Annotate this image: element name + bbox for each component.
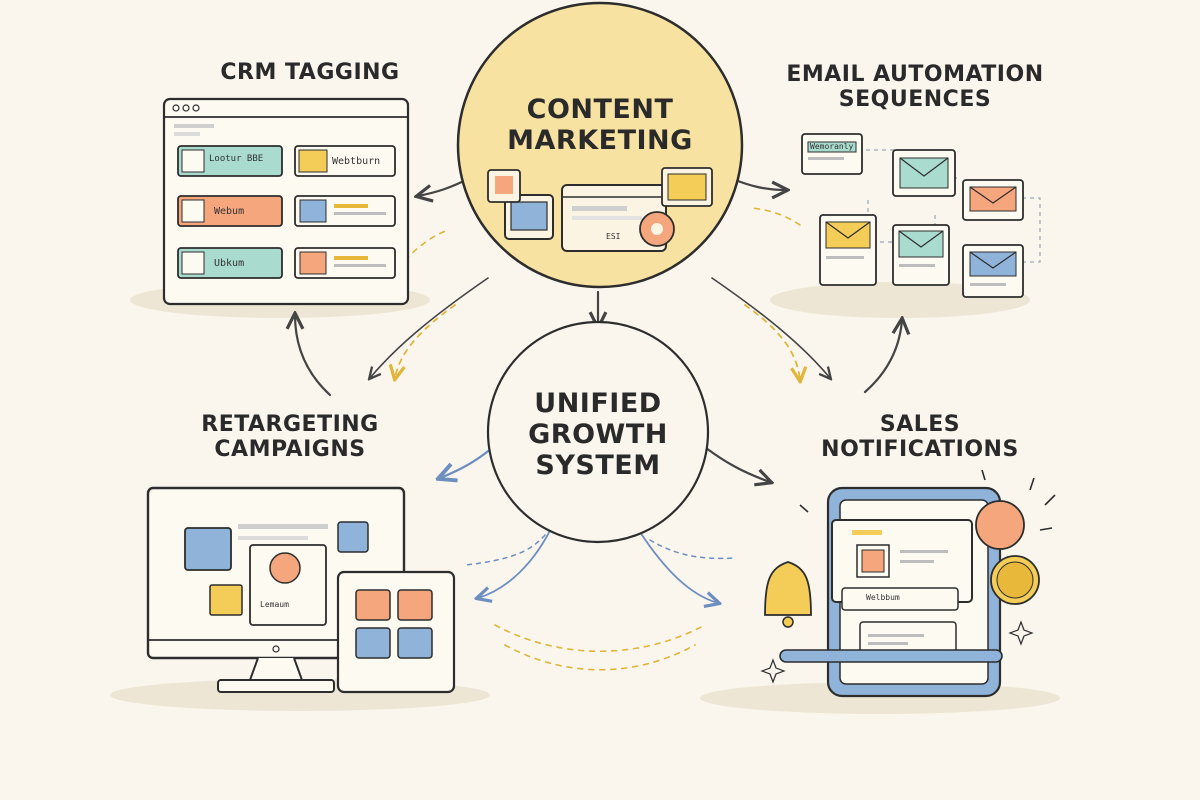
retarget-card-text: Lemaum <box>260 600 289 609</box>
dashed-arc-yellow-2 <box>504 644 696 671</box>
unified-growth-hub <box>486 320 710 544</box>
arrow-hub-to-sales-thin <box>711 277 830 378</box>
email-card1-text: Wemoranly <box>810 142 854 151</box>
dashed-crm-yellow <box>404 229 449 261</box>
arrow-hub-to-retarget-thin <box>370 277 489 378</box>
dashed-bottom-right-blue <box>649 539 736 560</box>
content-marketing-hub <box>456 1 744 289</box>
arrow-center-bottom-left <box>478 519 556 598</box>
crm-row2-text: Webum <box>214 206 245 217</box>
email-sequence-cards <box>801 133 1041 298</box>
arrow-center-bottom-right <box>639 531 718 603</box>
crm-tag1-text: Webtburn <box>332 156 381 167</box>
crm-browser-window <box>162 97 410 306</box>
arrow-center-to-sales <box>704 446 770 482</box>
dashed-bottom-left-blue <box>464 534 546 566</box>
dashed-right-yellow <box>744 304 800 380</box>
dashed-arc-yellow-1 <box>494 624 706 653</box>
retargeting-tablet <box>336 570 456 694</box>
crm-row3-text: Ubkum <box>214 258 245 269</box>
dashed-left-yellow <box>395 304 456 378</box>
content-card-text: ESI <box>606 232 621 241</box>
connector-arrows <box>295 176 902 671</box>
dashed-email-yellow <box>751 207 801 226</box>
crm-row1-text: Lootur BBE <box>209 154 264 164</box>
arrow-retarget-to-crm <box>295 315 332 397</box>
arrow-center-to-retarget <box>440 446 494 478</box>
crm-tagging-label: CRM TAGGING <box>220 60 400 85</box>
arrow-sales-to-email <box>863 320 902 394</box>
sales-phone <box>760 469 1056 698</box>
sales-card-text: Welbbum <box>866 593 900 602</box>
